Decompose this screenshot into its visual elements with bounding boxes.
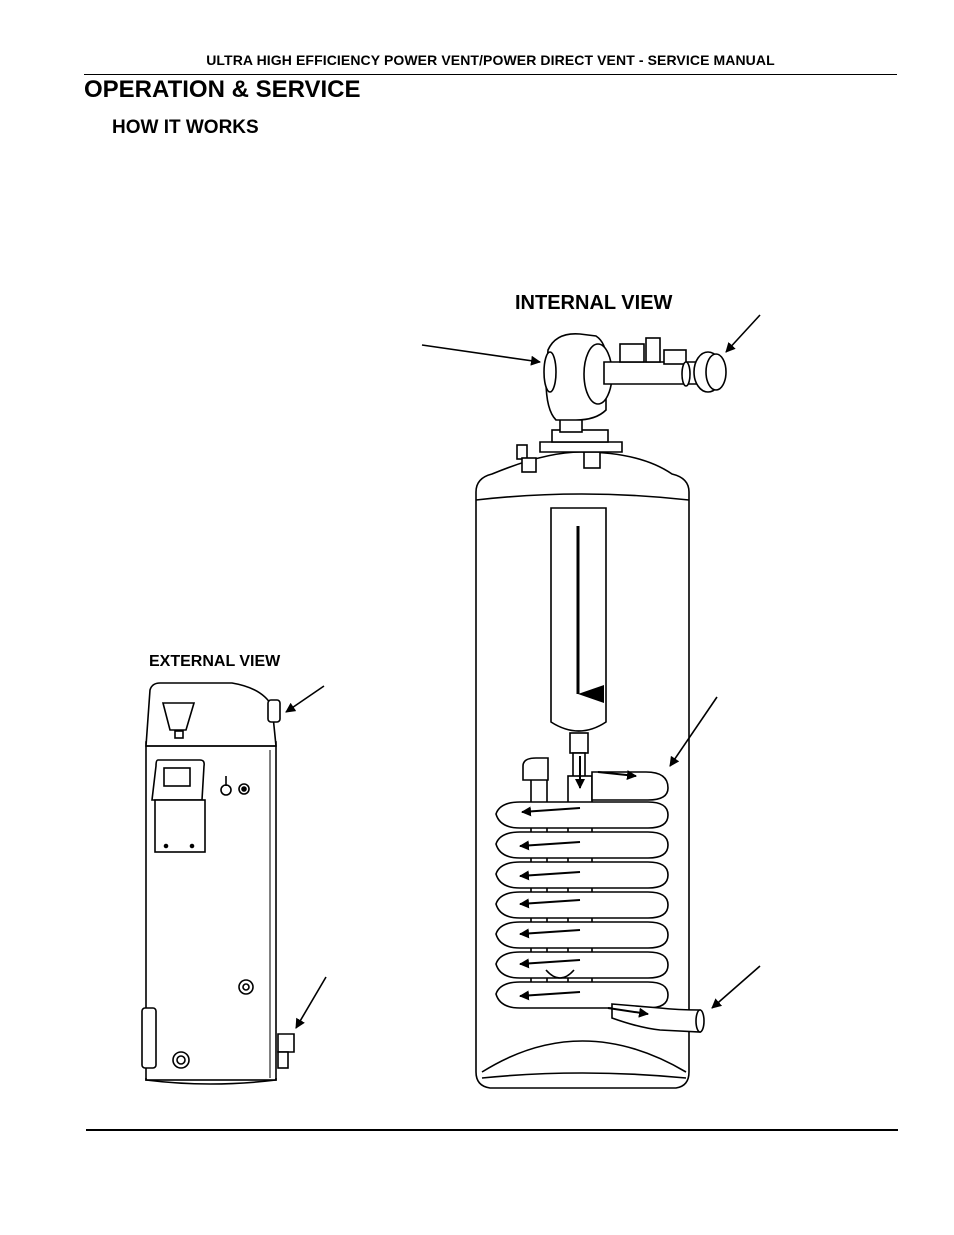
burner-flange (539, 441, 623, 453)
callout-arrow-exhaust (285, 685, 325, 713)
callout-arrow-outlet (711, 965, 761, 1009)
section-title: OPERATION & SERVICE (84, 76, 361, 103)
bottom-dome (481, 1040, 687, 1073)
vent-hood (161, 702, 196, 731)
exhaust-connector (267, 699, 281, 723)
footer-divider (86, 1129, 898, 1131)
gas-valve-cover (154, 799, 206, 853)
header-divider (84, 74, 897, 75)
callout-arrow-water-inlet (295, 976, 327, 1029)
callout-arrow-blower (421, 344, 541, 366)
section-subtitle: HOW IT WORKS (112, 117, 259, 138)
external-heater (141, 682, 295, 1085)
internal-view-label: INTERNAL VIEW (515, 292, 673, 314)
water-inlet-fitting (277, 1033, 295, 1053)
thermostat-knob (220, 784, 232, 796)
external-view-label: EXTERNAL VIEW (149, 653, 281, 670)
manual-header-title: ULTRA HIGH EFFICIENCY POWER VENT/POWER D… (206, 52, 775, 68)
access-panel (141, 1007, 157, 1069)
callout-arrow-vent (725, 314, 761, 353)
flow-arrows (519, 526, 649, 1018)
callout-arrow-coil (669, 696, 718, 767)
heat-exchanger-coil (495, 771, 705, 1033)
